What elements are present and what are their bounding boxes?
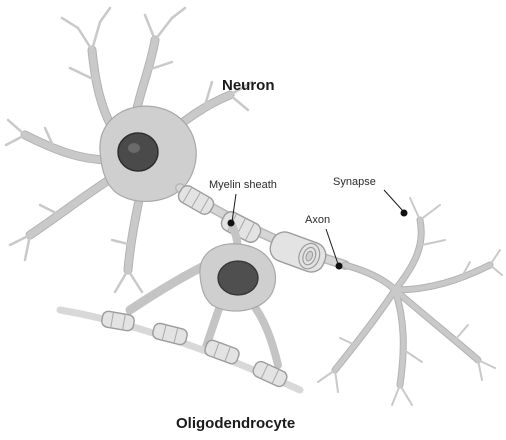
label-axon: Axon <box>305 214 330 226</box>
oligodendrocyte-nucleus <box>218 261 258 295</box>
axon-terminal <box>318 198 502 405</box>
pointer-synapse <box>401 210 408 217</box>
label-synapse: Synapse <box>333 176 376 188</box>
pointer-myelin-sheath <box>228 220 235 227</box>
neuron-nucleolus <box>128 143 140 153</box>
label-myelin-sheath: Myelin sheath <box>209 179 277 191</box>
label-oligodendrocyte: Oligodendrocyte <box>176 415 295 432</box>
label-neuron: Neuron <box>222 77 275 94</box>
neuron-nucleus <box>118 133 158 171</box>
leader-synapse <box>384 190 403 211</box>
pointer-axon <box>336 263 343 270</box>
